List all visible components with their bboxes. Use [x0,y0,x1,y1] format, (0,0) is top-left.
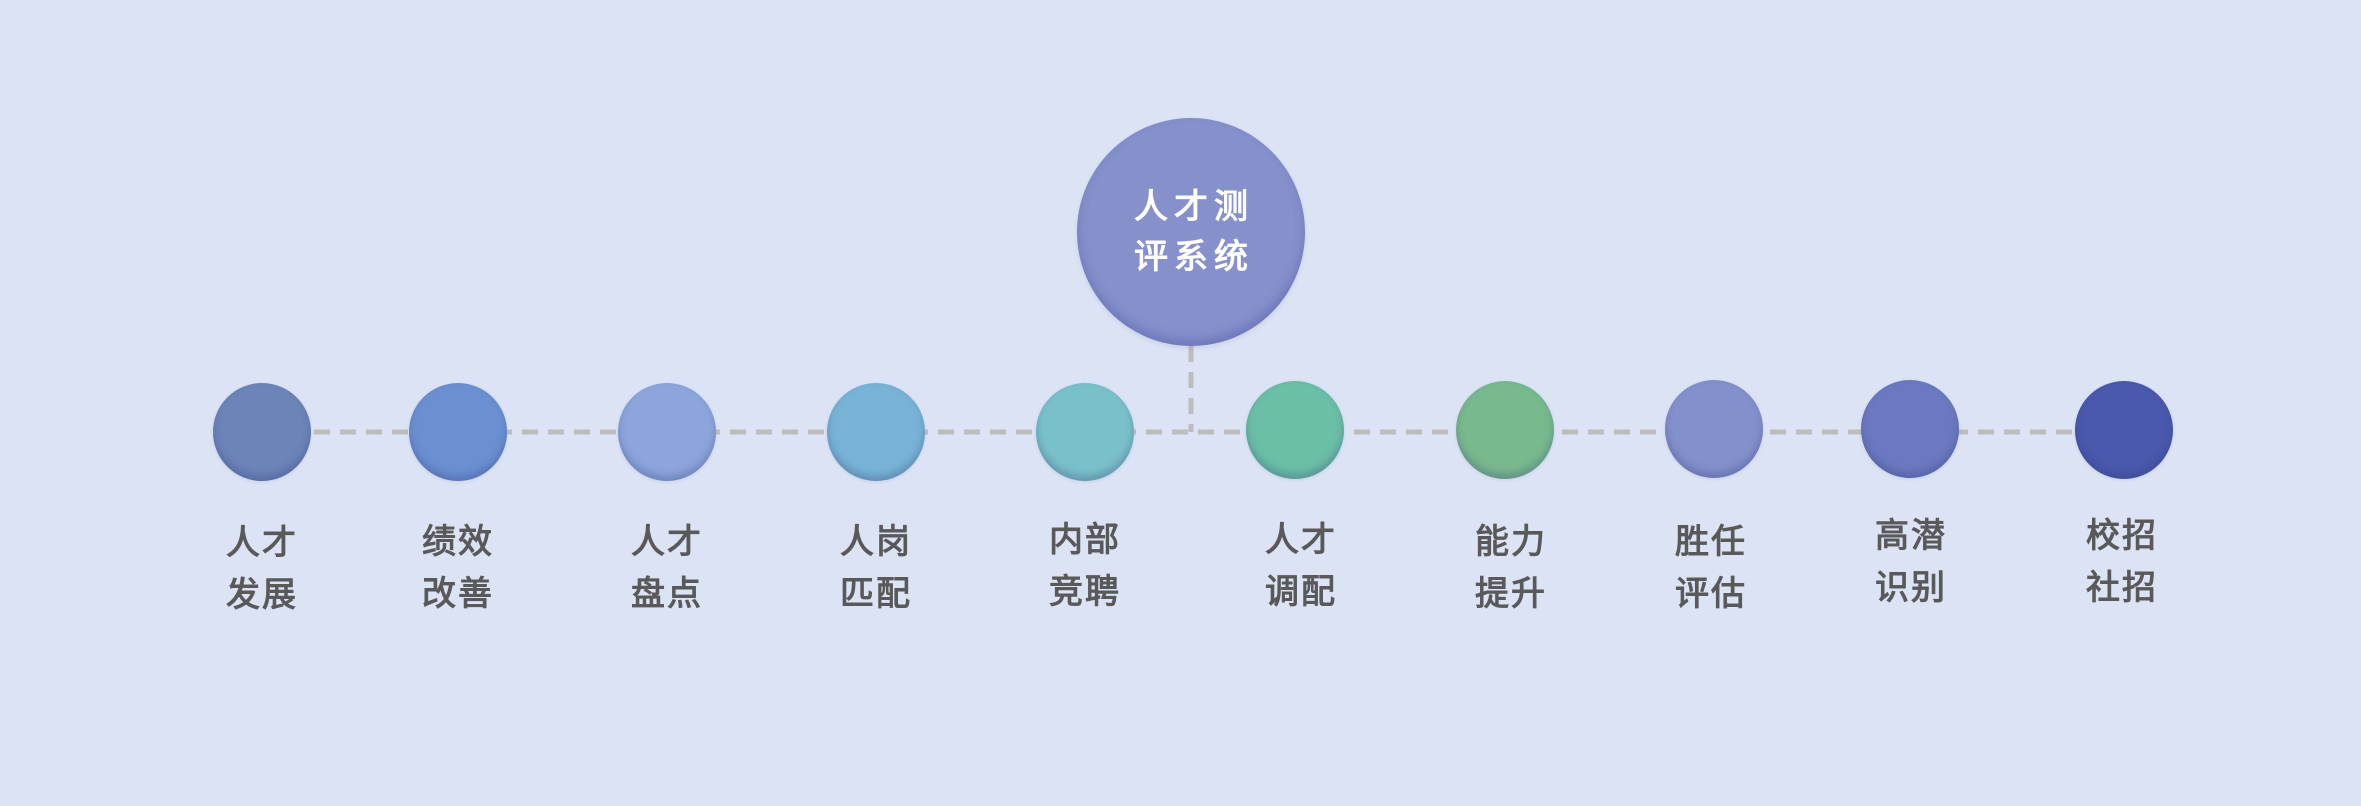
label-talent-development: 人才 发展 [226,523,298,615]
label-internal-competition: 内部 竞聘 [1049,520,1121,612]
node-performance-improvement [409,383,507,481]
label-talent-inventory: 人才 盘点 [631,522,703,614]
label-competency-evaluation: 胜任 评估 [1675,522,1747,614]
label-performance-improvement: 绩效 改善 [422,522,494,614]
label-capability-improvement: 能力 提升 [1475,522,1547,614]
label-high-potential-identification: 高潜 识别 [1875,516,1947,608]
node-campus-social-recruitment [2075,381,2173,479]
node-talent-development [213,383,311,481]
label-talent-allocation: 人才 调配 [1265,520,1337,612]
label-person-job-matching: 人岗 匹配 [840,522,912,614]
talent-assessment-system-hub: 人才测 评系统 [1077,118,1305,346]
node-competency-evaluation [1665,380,1763,478]
node-talent-inventory [618,383,716,481]
node-talent-allocation [1246,381,1344,479]
hub-label-line-2: 评系统 [1134,237,1254,277]
node-capability-improvement [1456,381,1554,479]
label-campus-social-recruitment: 校招 社招 [2086,516,2158,608]
node-person-job-matching [827,383,925,481]
node-internal-competition [1036,383,1134,481]
node-high-potential-identification [1861,380,1959,478]
hub-label-line-1: 人才测 [1134,187,1254,227]
